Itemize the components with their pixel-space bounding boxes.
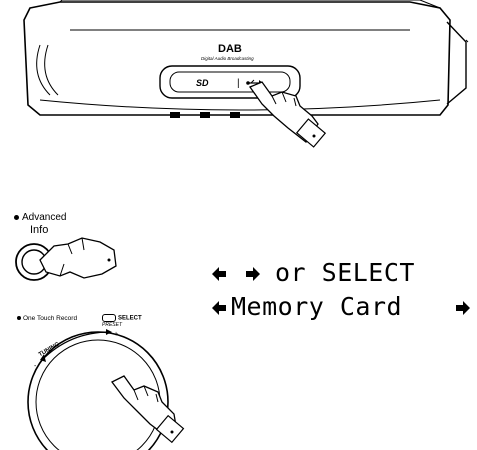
- right-arrow-icon: [245, 266, 261, 282]
- port-separator: |: [237, 78, 240, 89]
- left-arrow-icon: [211, 300, 227, 316]
- lcd-line-2-text: Memory Card: [231, 292, 402, 321]
- pointing-hand-icon: [40, 238, 116, 278]
- radio-device-illustration: DAB Digital Audio Broadcasting SD |: [0, 0, 477, 160]
- sd-port-label: SD: [196, 78, 209, 88]
- dab-logo-subtitle: Digital Audio Broadcasting: [201, 56, 254, 61]
- dab-logo: DAB: [218, 43, 242, 55]
- tuning-plus: +: [114, 331, 118, 338]
- left-arrow-icon: [211, 266, 227, 282]
- info-button[interactable]: [10, 232, 120, 292]
- lcd-line-2: Memory Card: [209, 292, 477, 437]
- advanced-label: Advanced: [14, 212, 66, 223]
- lcd-line-1-text: or SELECT: [275, 258, 415, 287]
- tuning-select-knob[interactable]: TUNING - +: [0, 310, 200, 450]
- lcd-display: or SELECT Memory Card: [209, 256, 477, 324]
- right-arrow-icon: [455, 300, 471, 316]
- bullet-dot-icon: [14, 215, 19, 220]
